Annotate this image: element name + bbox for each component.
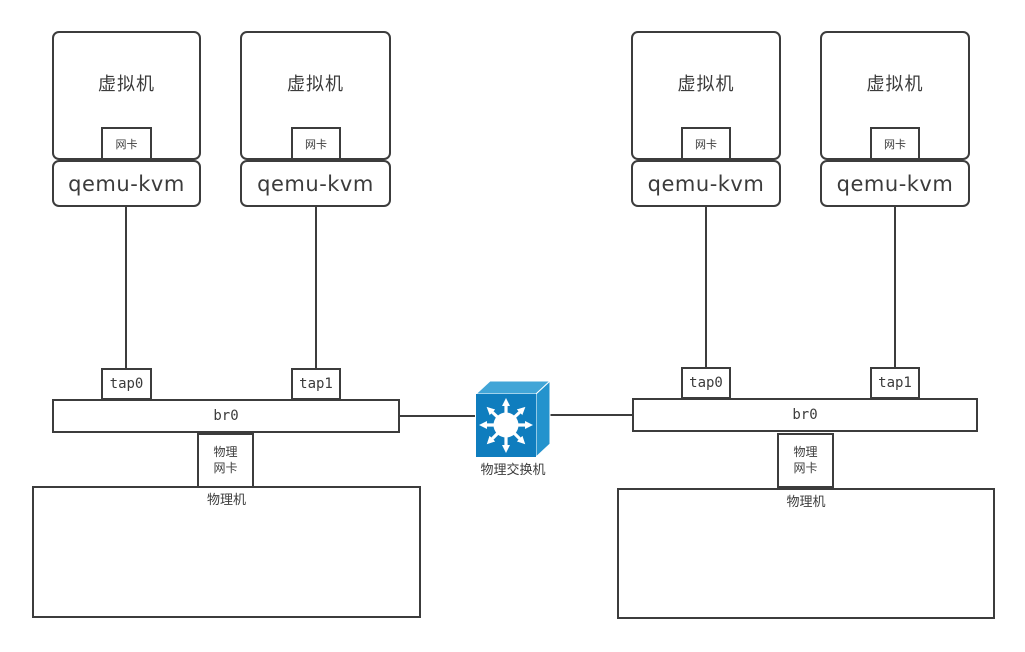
tap-interface-label: tap0 [109, 376, 144, 392]
tap-interface-label: tap0 [689, 375, 723, 391]
hypervisor-label: qemu-kvm [836, 171, 954, 196]
physical-switch-icon [474, 379, 552, 459]
physical-nic-label: 物理 网卡 [213, 444, 238, 475]
connector-vm3-tap0 [705, 207, 707, 367]
vm-nic-box: 网卡 [291, 127, 341, 160]
tap-interface-box: tap1 [870, 367, 920, 399]
tap-interface-box: tap0 [681, 367, 731, 399]
vm-nic-label: 网卡 [305, 137, 327, 151]
physical-host-label: 物理机 [206, 493, 246, 508]
vm-nic-box: 网卡 [681, 127, 731, 160]
connector-vm4-tap1 [894, 207, 896, 367]
tap-interface-box: tap1 [291, 368, 341, 400]
bridge-box: br0 [632, 398, 978, 432]
connector-switch-bridge2 [550, 414, 632, 416]
connector-vm1-tap0 [125, 207, 127, 368]
physical-nic-box: 物理 网卡 [777, 433, 834, 488]
vm-nic-box: 网卡 [870, 127, 920, 160]
switch-cube-icon [474, 379, 552, 459]
bridge-label: br0 [213, 408, 239, 424]
vm-label: 虚拟机 [287, 73, 344, 95]
hypervisor-label: qemu-kvm [257, 171, 374, 196]
hypervisor-box: qemu-kvm [631, 160, 781, 207]
switch-cube-side [535, 379, 551, 459]
connector-bridge1-switch [400, 415, 475, 417]
vm-nic-label: 网卡 [695, 137, 717, 151]
bridge-box: br0 [52, 399, 400, 433]
tap-interface-box: tap0 [101, 368, 152, 400]
hypervisor-box: qemu-kvm [820, 160, 970, 207]
physical-host-label: 物理机 [786, 495, 826, 510]
physical-nic-box: 物理 网卡 [197, 433, 254, 488]
connector-vm2-tap1 [315, 207, 317, 368]
bridge-label: br0 [792, 407, 818, 423]
vm-nic-label: 网卡 [884, 137, 906, 151]
hypervisor-box: qemu-kvm [52, 160, 201, 207]
vm-label: 虚拟机 [866, 73, 924, 95]
hypervisor-label: qemu-kvm [647, 171, 765, 196]
tap-interface-label: tap1 [878, 375, 912, 391]
vm-nic-label: 网卡 [115, 137, 138, 151]
vm-label: 虚拟机 [98, 73, 155, 95]
physical-nic-label: 物理 网卡 [793, 444, 818, 475]
vm-label: 虚拟机 [677, 73, 735, 95]
hypervisor-label: qemu-kvm [68, 171, 185, 196]
physical-host-box: 物理机 [32, 486, 421, 618]
hypervisor-box: qemu-kvm [240, 160, 391, 207]
vm-nic-box: 网卡 [101, 127, 152, 160]
tap-interface-label: tap1 [299, 376, 333, 392]
physical-host-box: 物理机 [617, 488, 995, 619]
physical-switch-label: 物理交换机 [480, 463, 546, 478]
